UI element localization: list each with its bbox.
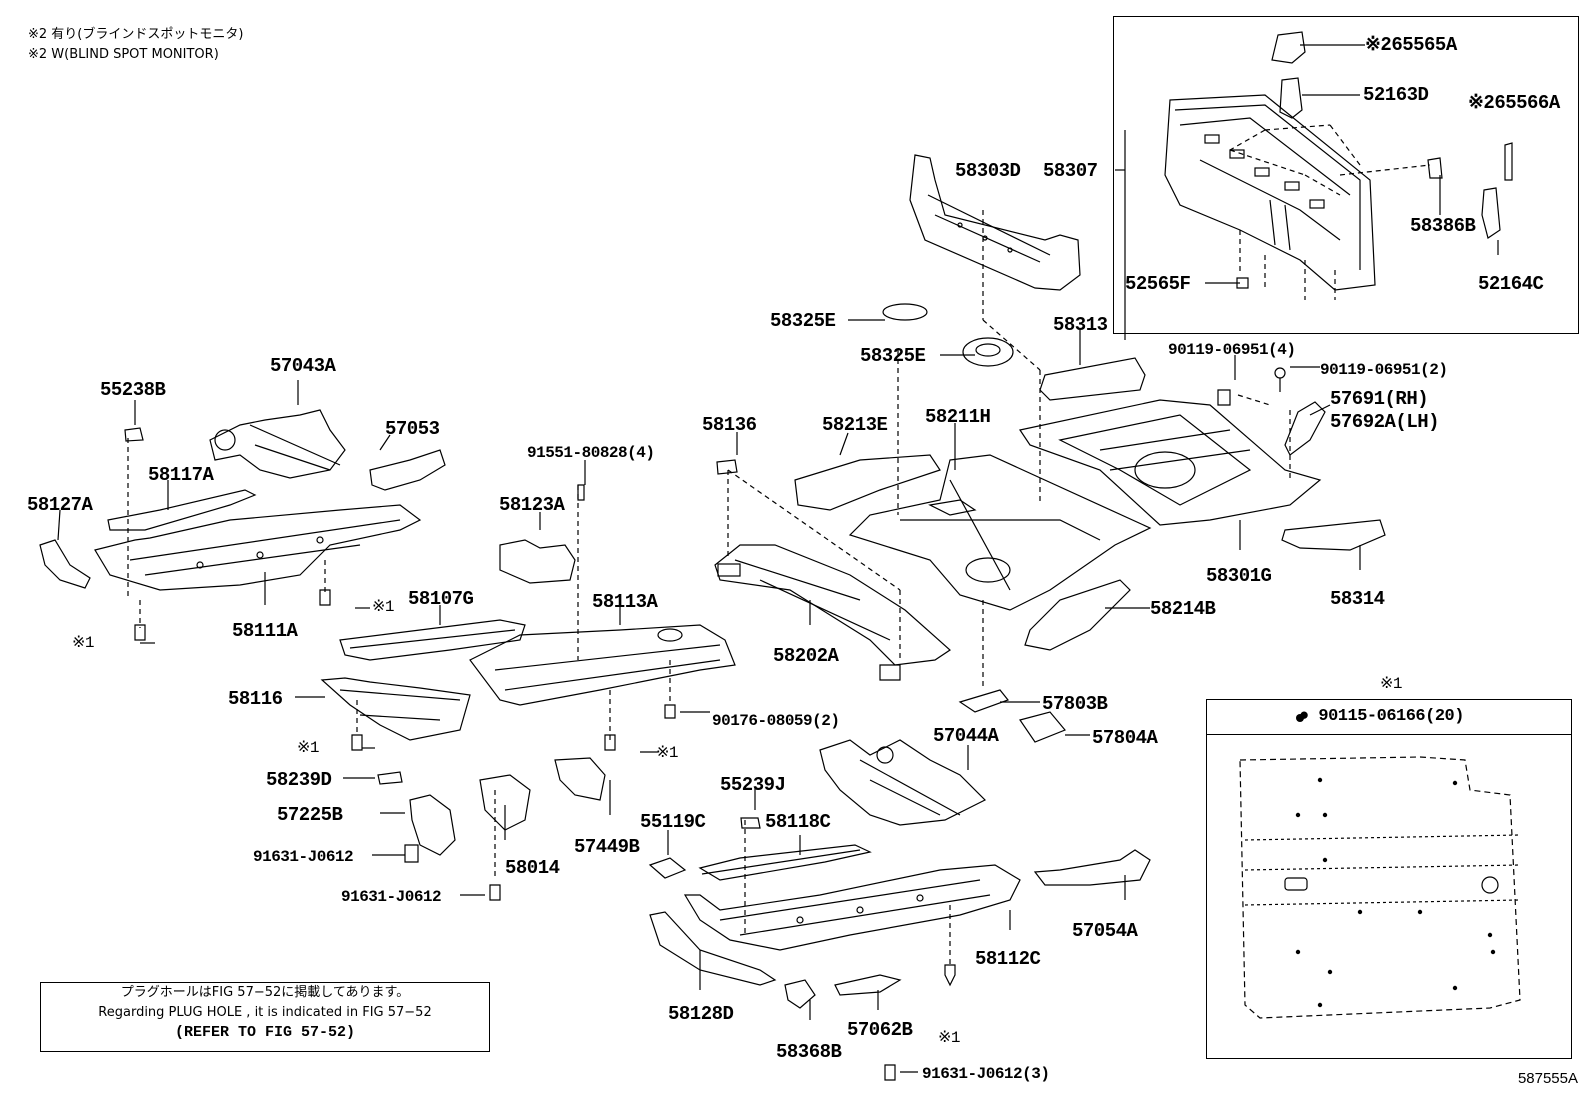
part-label-57225B[interactable]: 57225B — [277, 804, 343, 826]
part-label-52163D[interactable]: 52163D — [1363, 84, 1429, 106]
part-label-91551-80828[interactable]: 91551-80828(4) — [527, 444, 655, 462]
part-label-58118C[interactable]: 58118C — [765, 811, 831, 833]
note-marker-1: ※1 — [656, 744, 679, 762]
screw-location-inset — [1206, 699, 1572, 1059]
part-label-91631-J0612-3[interactable]: 91631-J0612(3) — [922, 1065, 1050, 1083]
part-label-57043A[interactable]: 57043A — [270, 355, 336, 377]
part-label-58301G[interactable]: 58301G — [1206, 565, 1272, 587]
part-label-58213E[interactable]: 58213E — [822, 414, 888, 436]
part-label-58307[interactable]: 58307 — [1043, 160, 1098, 182]
part-label-58112C[interactable]: 58112C — [975, 948, 1041, 970]
part-label-58116[interactable]: 58116 — [228, 688, 283, 710]
part-label-58211H[interactable]: 58211H — [925, 406, 991, 428]
note-bsm-japanese: ※2 有り(ブラインドスポットモニタ) — [28, 27, 244, 42]
part-label-58314[interactable]: 58314 — [1330, 588, 1385, 610]
part-label-55119C[interactable]: 55119C — [640, 811, 706, 833]
part-label-58117A[interactable]: 58117A — [148, 464, 214, 486]
part-label-58202A[interactable]: 58202A — [773, 645, 839, 667]
part-label-90119-06951-4[interactable]: 90119-06951(4) — [1168, 341, 1296, 359]
part-label-58325E-upper[interactable]: 58325E — [770, 310, 836, 332]
rear-panel-inset — [1113, 16, 1579, 334]
note-marker-1: ※1 — [72, 634, 95, 652]
inset-divider — [1206, 734, 1572, 735]
part-label-58127A[interactable]: 58127A — [27, 494, 93, 516]
part-label-57449B[interactable]: 57449B — [574, 836, 640, 858]
part-label-52565F[interactable]: 52565F — [1125, 273, 1191, 295]
note-bsm-english: ※2 W(BLIND SPOT MONITOR) — [28, 47, 219, 62]
reference-japanese: プラグホールはFIG 57−52に掲載してあります。 — [120, 985, 410, 1000]
plug-hole-reference-box: プラグホールはFIG 57−52に掲載してあります。 Regarding PLU… — [40, 982, 490, 1052]
part-label-57062B[interactable]: 57062B — [847, 1019, 913, 1041]
part-label-57053[interactable]: 57053 — [385, 418, 440, 440]
reference-figure-link[interactable]: (REFER TO FIG 57-52) — [174, 1024, 356, 1041]
part-label-57804A[interactable]: 57804A — [1092, 727, 1158, 749]
part-label-58313[interactable]: 58313 — [1053, 314, 1108, 336]
part-label-58368B[interactable]: 58368B — [776, 1041, 842, 1063]
inset-part-number[interactable]: ● 90115-06166(20) — [1299, 707, 1464, 726]
part-label-57692A[interactable]: 57692A(LH) — [1330, 411, 1440, 433]
note-marker-1: ※1 — [938, 1029, 961, 1047]
part-label-58113A[interactable]: 58113A — [592, 591, 658, 613]
part-label-52164C[interactable]: 52164C — [1478, 273, 1544, 295]
part-label-58239D[interactable]: 58239D — [266, 769, 332, 791]
part-label-90176-08059[interactable]: 90176-08059(2) — [712, 712, 840, 730]
part-label-55238B[interactable]: 55238B — [100, 379, 166, 401]
inset-title: ※1 — [1380, 675, 1403, 693]
figure-id: 587555A — [1517, 1070, 1578, 1087]
part-label-57044A[interactable]: 57044A — [933, 725, 999, 747]
part-label-58325E-lower[interactable]: 58325E — [860, 345, 926, 367]
part-label-91631-J0612-lower[interactable]: 91631-J0612 — [341, 888, 442, 906]
part-label-57691[interactable]: 57691(RH) — [1330, 388, 1429, 410]
note-marker-1: ※1 — [297, 739, 320, 757]
part-label-58123A[interactable]: 58123A — [499, 494, 565, 516]
part-label-91631-J0612-upper[interactable]: 91631-J0612 — [253, 848, 354, 866]
part-label-65566A[interactable]: ※265566A — [1468, 92, 1560, 114]
part-label-58014[interactable]: 58014 — [505, 857, 560, 879]
part-label-57803B[interactable]: 57803B — [1042, 693, 1108, 715]
part-label-58386B[interactable]: 58386B — [1410, 215, 1476, 237]
part-label-58128D[interactable]: 58128D — [668, 1003, 734, 1025]
part-label-90119-06951-2[interactable]: 90119-06951(2) — [1320, 361, 1448, 379]
part-label-58214B[interactable]: 58214B — [1150, 598, 1216, 620]
part-label-58111A[interactable]: 58111A — [232, 620, 298, 642]
part-label-57054A[interactable]: 57054A — [1072, 920, 1138, 942]
part-label-58303D[interactable]: 58303D — [955, 160, 1021, 182]
part-label-58107G[interactable]: 58107G — [408, 588, 474, 610]
part-label-65565A[interactable]: ※265565A — [1365, 34, 1457, 56]
part-label-55239J[interactable]: 55239J — [720, 774, 786, 796]
note-marker-1: ※1 — [372, 598, 395, 616]
reference-english: Regarding PLUG HOLE , it is indicated in… — [98, 1005, 432, 1020]
part-label-58136[interactable]: 58136 — [702, 414, 757, 436]
